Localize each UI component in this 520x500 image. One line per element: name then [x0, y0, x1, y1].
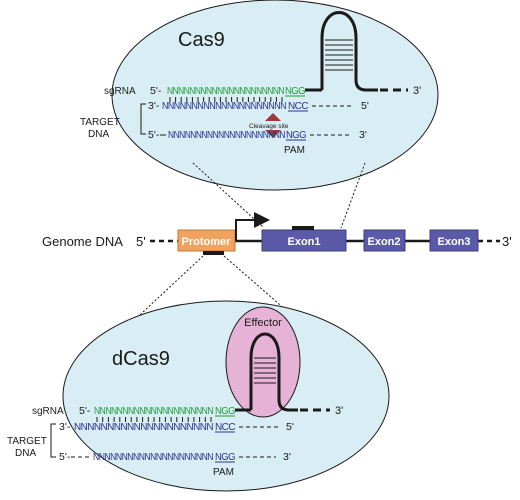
target-label-2: DNA — [88, 129, 109, 140]
sgrna-5prime: 5'- — [150, 85, 162, 97]
dcas9-strand1-seq: NNNNNNNNNNNNNNNNNNNNN — [74, 421, 213, 433]
exon1-label: Exon1 — [287, 236, 320, 248]
dcas9-basepair-ticks — [96, 417, 212, 422]
genome-label: Genome DNA — [42, 234, 123, 249]
effector-label: Effector — [244, 317, 282, 329]
dcas9-sgrna-ngg: NGG — [215, 405, 235, 417]
sgrna-ngg: NGG — [285, 85, 305, 97]
tss-arrow — [235, 212, 270, 241]
zoom-line-bottom-left — [112, 255, 204, 341]
dcas9-target-bracket — [50, 423, 56, 458]
dcas9-sgrna-label: sgRNA — [32, 406, 64, 417]
exon1-target-mark — [292, 226, 314, 230]
target-bracket — [140, 103, 146, 135]
genome-5prime: 5' — [136, 234, 146, 249]
strand1-ncc: NCC — [288, 100, 309, 112]
zoom-line-top-right — [340, 162, 366, 229]
sgrna-3prime: 3' — [413, 85, 421, 97]
dcas9-hairpin-rungs — [254, 357, 276, 384]
genome-3prime: 3' — [502, 234, 512, 249]
cleavage-triangle-top — [265, 113, 281, 121]
effector-ellipse — [225, 306, 301, 418]
zoom-line-top-left — [192, 162, 265, 229]
promoter-label: Protomer — [182, 236, 232, 248]
dcas9-strand2-5prime: 5'- — [59, 451, 71, 463]
sgrna-label: sgRNA — [104, 86, 136, 97]
dcas9-sgrna-3prime: 3' — [335, 405, 343, 417]
strand2-seq: NNNNNNNNNNNNNNNNNNNNN — [168, 129, 285, 141]
cleavage-label: Cleavage site — [249, 123, 289, 130]
pam-label: PAM — [284, 145, 305, 156]
dcas9-sgrna-hairpin — [249, 332, 298, 412]
strand1-seq: NNNNNNNNNNNNNNNNNNNNN — [162, 100, 286, 112]
exon2-label: Exon2 — [367, 236, 400, 248]
strand1-3prime: 3'- — [148, 100, 160, 112]
sgrna-seq: NNNNNNNNNNNNNNNNNNNNN — [167, 85, 284, 97]
genome-row: Genome DNA 5' 3' Protomer Exon1 Exon2 Ex… — [42, 212, 512, 255]
dcas9-strand1-ncc: NCC — [215, 421, 236, 433]
sgrna-hairpin — [320, 11, 378, 92]
cas9-title: Cas9 — [178, 29, 225, 51]
hairpin-rungs — [325, 39, 353, 71]
exon2-box — [363, 229, 406, 252]
dcas9-strand2-3prime: 3' — [283, 451, 291, 463]
strand2-3prime: 3' — [359, 129, 367, 141]
exon3-label: Exon3 — [437, 236, 470, 248]
dcas9-ellipse — [62, 300, 390, 492]
dcas9-target-label-2: DNA — [15, 448, 36, 459]
dcas9-title: dCas9 — [112, 348, 170, 370]
cas9-panel: Cas9 3' sgRNA TARGET DNA 5'- NNNNNNNNNNN… — [80, 0, 439, 191]
zoom-line-bottom-right — [223, 255, 319, 339]
dcas9-strand2-seq: NNNNNNNNNNNNNNNNNNNNN — [93, 451, 213, 463]
dcas9-sgrna-5prime: 5'- — [79, 405, 91, 417]
basepair-ticks — [169, 97, 283, 102]
exon3-box — [429, 229, 479, 252]
dcas9-target-label-1: TARGET — [7, 436, 47, 447]
cleavage-triangle-bottom — [265, 130, 281, 138]
dcas9-panel: dCas9 Effector 3' sgRNA TARGET DNA 5'- N… — [7, 300, 390, 492]
target-label-1: TARGET — [80, 117, 120, 128]
strand2-ngg: NGG — [286, 129, 306, 141]
dcas9-strand2-ngg: NGG — [215, 451, 235, 463]
dcas9-sgrna-seq: NNNNNNNNNNNNNNNNNNNNN — [94, 405, 213, 417]
dcas9-strand1-3prime: 3'- — [59, 421, 71, 433]
dcas9-pam-label: PAM — [213, 467, 234, 478]
strand2-5prime: 5'- — [148, 129, 160, 141]
dcas9-strand1-5prime: 5' — [286, 421, 294, 433]
strand1-5prime: 5' — [361, 100, 369, 112]
promoter-target-mark — [203, 251, 224, 255]
